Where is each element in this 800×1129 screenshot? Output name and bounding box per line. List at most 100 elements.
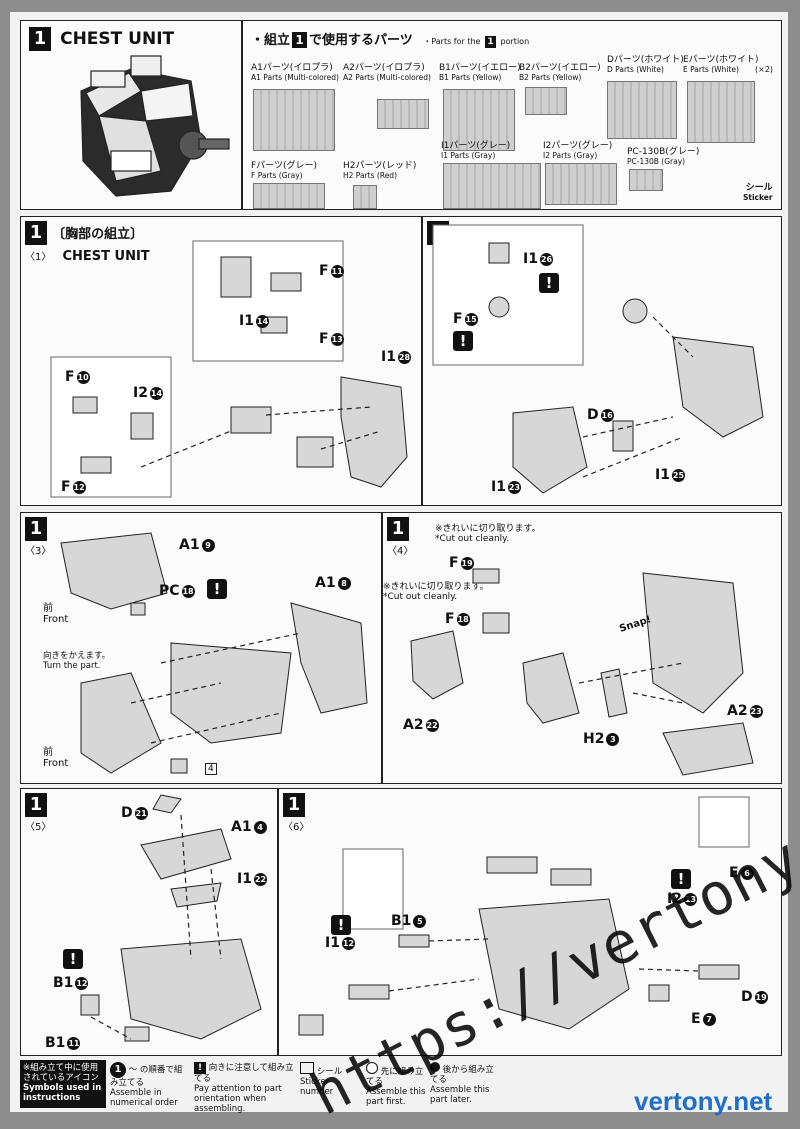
warning-icon: ! (671, 869, 691, 889)
parts-pc130b: PC-130B(グレー)PC-130B (Gray) (627, 147, 700, 166)
runner-b1 (443, 89, 515, 151)
warning-icon: ! (63, 949, 83, 969)
step-header: 1〈6〉 (283, 793, 310, 833)
step5-diagram (80, 794, 262, 1042)
step3-diagram (60, 532, 368, 774)
parts-i1: I1パーツ(グレー)I1 Parts (Gray) (441, 141, 511, 160)
first-icon (366, 1062, 378, 1074)
warning-icon: ! (194, 1062, 206, 1074)
sticker-number-tag: 4 (205, 763, 217, 775)
header-hero-panel: 1 CHEST UNIT (20, 20, 242, 210)
runner-f (253, 183, 325, 209)
step6-diagram (298, 796, 750, 1036)
chest-unit-illustration (80, 55, 230, 197)
step2-diagram (432, 224, 764, 494)
corner-watermark: vertony.net (634, 1086, 773, 1116)
cut-cleanly-note-2: ※きれいに切り取ります。*Cut out cleanly. (383, 582, 489, 602)
step-title: 1 CHEST UNIT (29, 27, 174, 51)
runner-e (687, 81, 755, 143)
runner-h2 (353, 185, 377, 209)
step-panel-1: 1 〔胸部の組立〕 〈1〉 CHEST UNIT (20, 216, 422, 506)
step-header: 1 〔胸部の組立〕 〈1〉 CHEST UNIT (25, 221, 150, 264)
parts-d: Dパーツ(ホワイト)D Parts (White) (607, 55, 684, 74)
parts-e: Eパーツ(ホワイト)E Parts (White) (683, 55, 759, 74)
parts-h2: H2パーツ(レッド)H2 Parts (Red) (343, 161, 417, 180)
parts-b2: B2パーツ(イエロー)B2 Parts (Yellow) (519, 63, 601, 82)
runner-a1 (253, 89, 335, 151)
parts-a1: A1パーツ(イロプラ)A1 Parts (Multi-colored) (251, 63, 339, 82)
warning-icon: ! (539, 273, 559, 293)
later-icon (430, 1062, 440, 1072)
parts-b1: B1パーツ(イエロー)B1 Parts (Yellow) (439, 63, 521, 82)
turn-part-note: 向きをかえます。Turn the part. (43, 651, 111, 671)
step4-diagram (410, 568, 754, 776)
warning-icon: ! (453, 331, 473, 351)
step-header: 1〈4〉 (387, 517, 414, 557)
warning-icon: ! (331, 915, 351, 935)
runner-b2 (525, 87, 567, 115)
runner-a2 (377, 99, 429, 129)
parts-a2: A2パーツ(イロプラ)A2 Parts (Multi-colored) (343, 63, 431, 82)
step-number-icon: 1 (110, 1062, 126, 1078)
warning-icon: ! (207, 579, 227, 599)
runner-i1 (443, 163, 541, 209)
parts-f: Fパーツ(グレー)F Parts (Gray) (251, 161, 318, 180)
runner-d (607, 81, 677, 139)
times-two-label: (×2) (755, 65, 774, 74)
step-header: 1〈3〉 (25, 517, 52, 557)
runner-i2 (545, 163, 617, 205)
runner-pc130b (629, 169, 663, 191)
step-panel-4: 1〈4〉 ※きれいに切り取ります。*Cut out cleanly. ※きれいに… (382, 512, 782, 784)
step1-diagram (50, 240, 408, 498)
sticker-icon (300, 1062, 314, 1074)
parts-i2: I2パーツ(グレー)I2 Parts (Gray) (543, 141, 613, 160)
step-header: 1〈5〉 (25, 793, 52, 833)
